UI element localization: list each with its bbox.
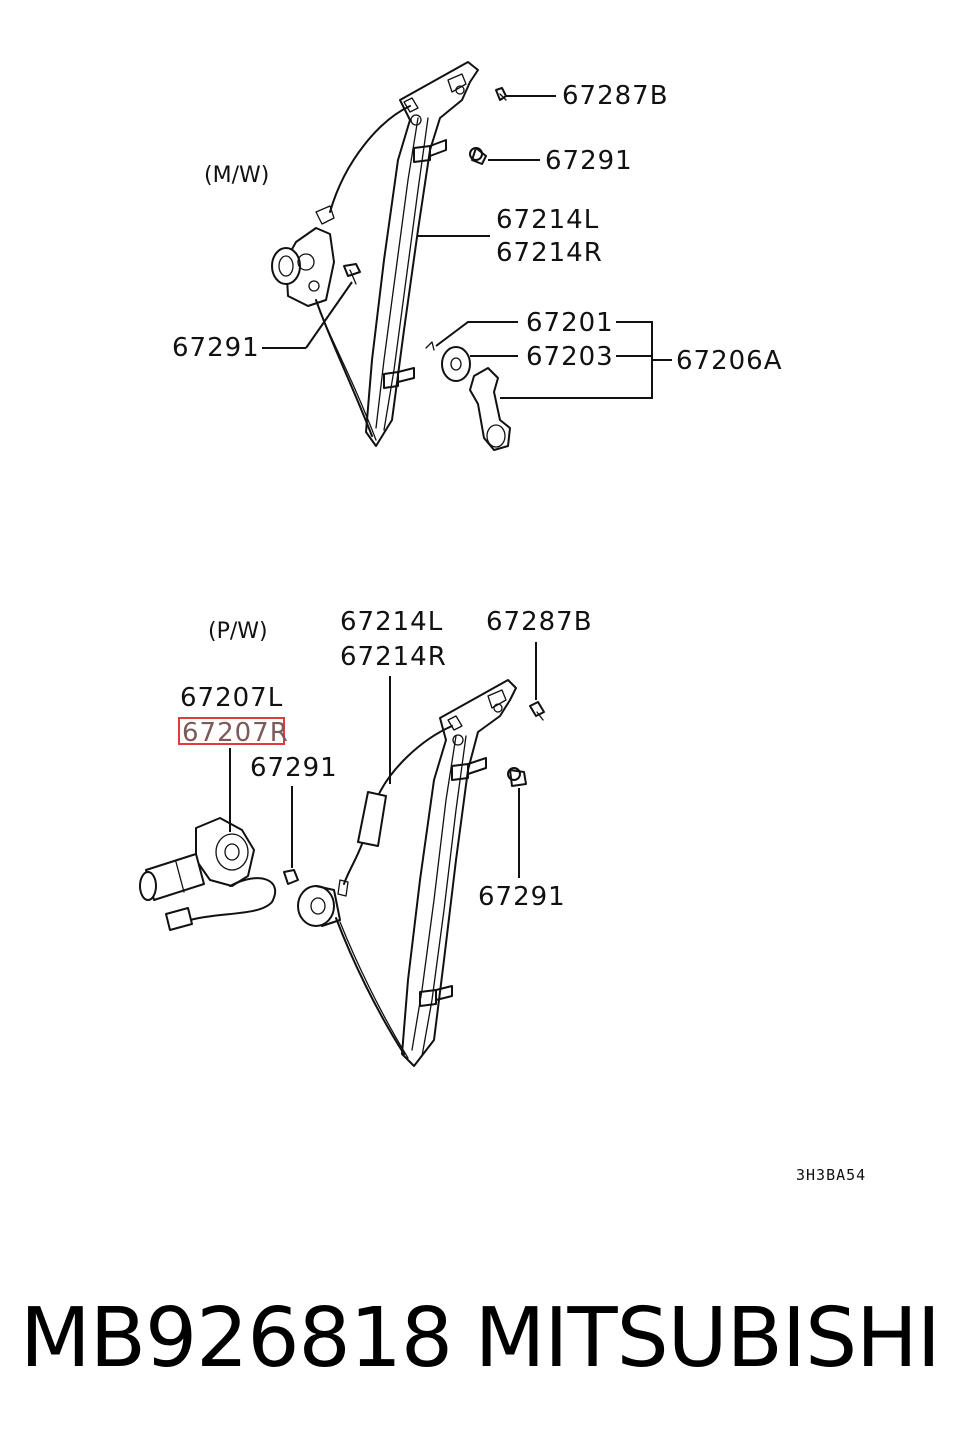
power-window-regulator-drawing — [139, 679, 545, 1067]
part-label-67291-top-left: 67291 — [172, 333, 260, 363]
part-label-67214L-bottom: 67214L — [340, 607, 443, 637]
manual-window-regulator-drawing — [271, 61, 511, 451]
manual-window-label: (M/W) — [204, 163, 269, 188]
part-label-67206A: 67206A — [676, 346, 783, 376]
highlight-box — [178, 717, 285, 745]
part-label-67203: 67203 — [526, 342, 614, 372]
part-label-67207R-highlighted: 67207R — [182, 718, 289, 748]
caption-bar: MB926818 MITSUBISHI — [20, 1288, 941, 1388]
part-number: MB926818 — [20, 1290, 453, 1386]
part-label-67291-bottom-right: 67291 — [478, 882, 566, 912]
part-label-67201: 67201 — [526, 308, 614, 338]
part-label-67214R-top: 67214R — [496, 238, 603, 268]
power-window-label: (P/W) — [208, 619, 268, 644]
part-label-67291-top-right: 67291 — [545, 146, 633, 176]
figure-code: 3H3BA54 — [796, 1166, 866, 1184]
part-label-67287B-bottom: 67287B — [486, 607, 593, 637]
part-label-67214R-bottom: 67214R — [340, 642, 447, 672]
part-label-67287B-top: 67287B — [562, 81, 669, 111]
part-label-67207L: 67207L — [180, 683, 283, 713]
part-label-67214L-top: 67214L — [496, 205, 599, 235]
part-label-67291-bottom-left: 67291 — [250, 753, 338, 783]
top-leader-lines — [262, 95, 672, 399]
brand-name: MITSUBISHI — [474, 1290, 941, 1386]
bottom-leader-lines — [229, 642, 537, 878]
